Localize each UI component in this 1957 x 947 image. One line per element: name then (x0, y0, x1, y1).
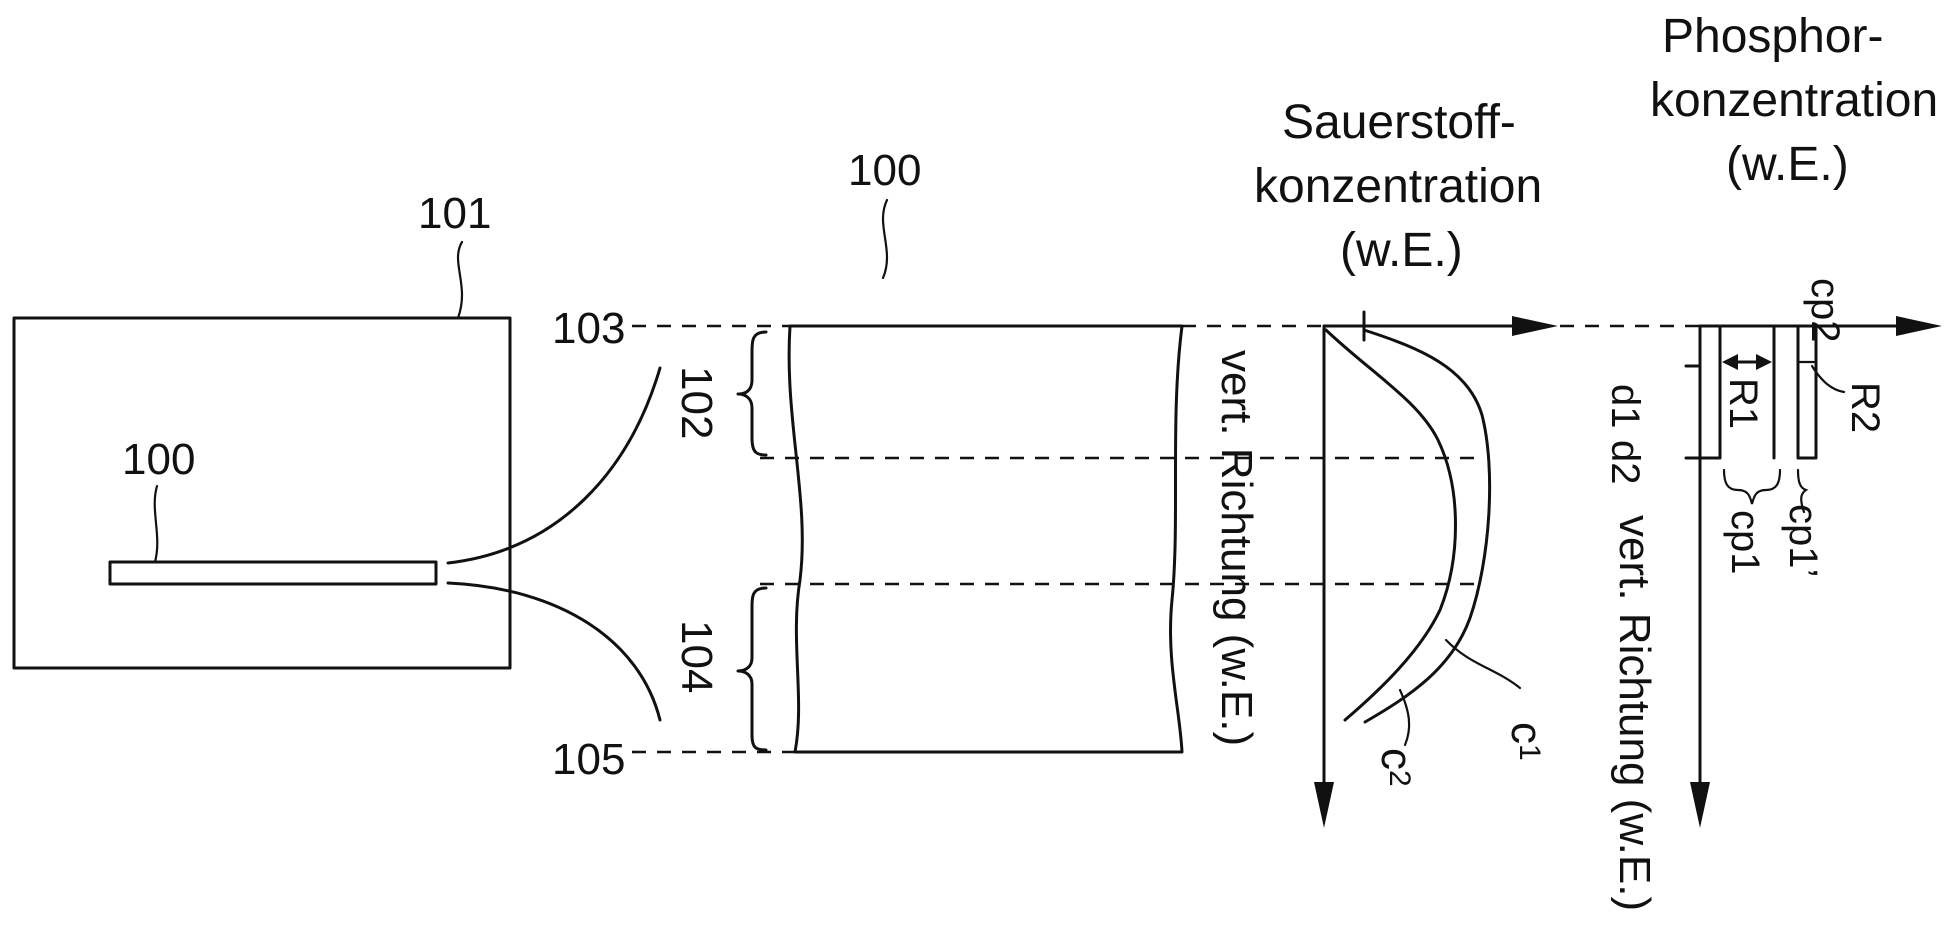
brace-102 (738, 332, 766, 455)
leader-100-slice (883, 200, 887, 278)
label-c1: c1 (1502, 722, 1551, 761)
phosphor-x-arrow (1896, 316, 1942, 336)
zoom-line-lower (448, 583, 660, 720)
label-c2: c2 (1372, 748, 1421, 787)
brace-cp1 (1724, 470, 1780, 504)
label-d1: d1 (1603, 384, 1647, 429)
phosphor-axis-label: vert. Richtung (w.E.) (1610, 515, 1659, 911)
oxygen-y-arrow (1314, 782, 1334, 828)
label-104: 104 (672, 620, 721, 693)
label-100-wafer: 100 (122, 435, 195, 484)
label-102: 102 (672, 366, 721, 439)
oxygen-axis-label: vert. Richtung (w.E.) (1212, 350, 1261, 746)
label-101: 101 (418, 189, 491, 238)
arrow-r1-left (1722, 354, 1738, 370)
arrow-r1-right (1756, 354, 1772, 370)
label-r1: R1 (1721, 378, 1765, 429)
label-d2: d2 (1603, 440, 1647, 485)
label-100-slice: 100 (848, 146, 921, 195)
curve-c1 (1364, 330, 1490, 722)
zoom-line-upper (448, 368, 660, 563)
leader-101 (458, 242, 462, 318)
slice-outline (789, 326, 1182, 752)
curve-c2 (1326, 330, 1456, 720)
leader-100-wafer (155, 486, 158, 562)
oxygen-title-2: konzentration (1254, 160, 1542, 213)
wafer-strip (110, 562, 436, 584)
phosphor-title-1: Phosphor- (1662, 10, 1883, 63)
profile-cp1 (1700, 326, 1720, 458)
oxygen-x-arrow (1512, 316, 1558, 336)
oxygen-title-3: (w.E.) (1340, 224, 1463, 277)
chamber-box (14, 318, 510, 668)
label-103: 103 (552, 304, 625, 353)
label-cp2: cp2 (1803, 278, 1847, 343)
profile-cp2 (1798, 326, 1816, 458)
phosphor-y-arrow (1690, 782, 1710, 828)
oxygen-title-1: Sauerstoff- (1282, 96, 1516, 149)
phosphor-title-2: konzentration (1650, 74, 1938, 127)
label-105: 105 (552, 735, 625, 784)
brace-104 (738, 588, 766, 750)
phosphor-title-3: (w.E.) (1726, 138, 1849, 191)
label-cp1-prime: cp1’ (1781, 504, 1825, 577)
label-r2: R2 (1843, 382, 1887, 433)
label-cp1: cp1 (1723, 510, 1767, 575)
